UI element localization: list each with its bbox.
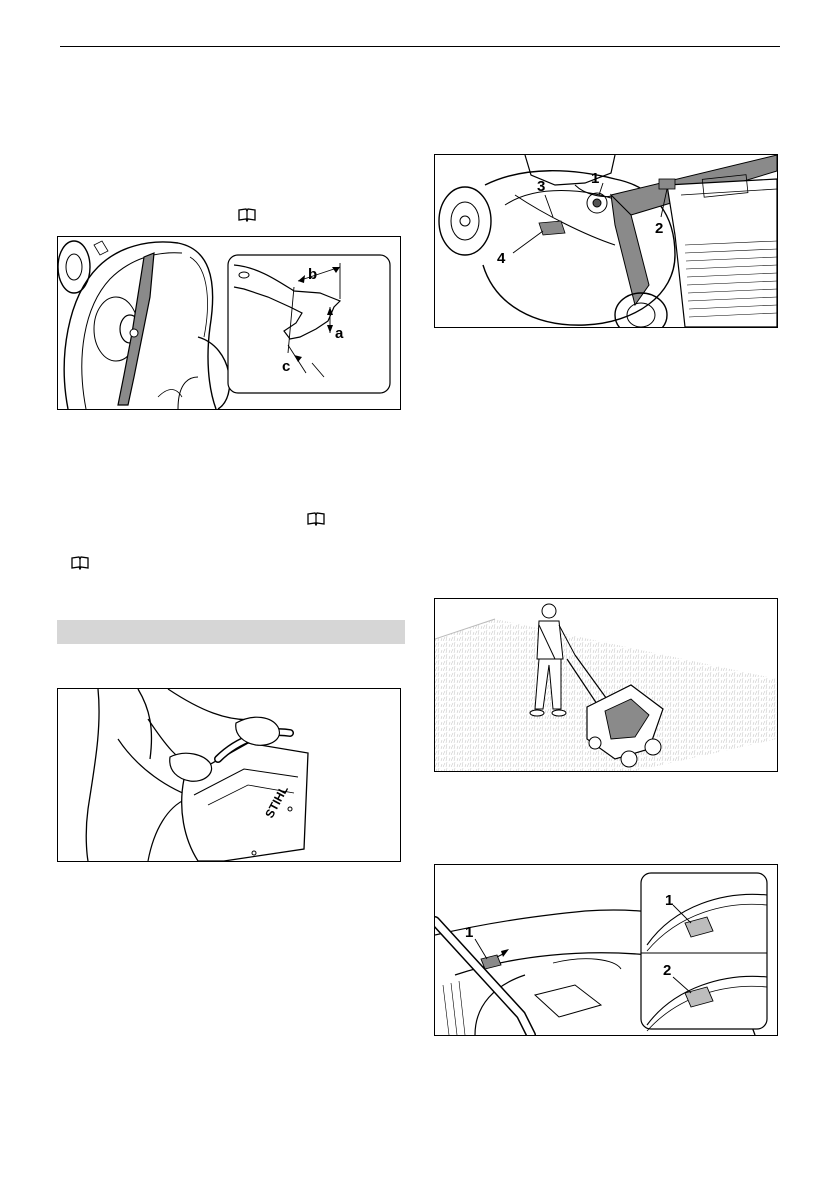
blade-figure: b a c (57, 236, 401, 410)
callout-3: 3 (537, 178, 545, 195)
fill-level-illustration: 1 1 2 (435, 865, 777, 1035)
engine-illustration: 3 1 2 4 (435, 155, 777, 327)
header-rule (60, 46, 780, 47)
book-icon (307, 512, 325, 526)
callout-main-1: 1 (465, 924, 473, 941)
label-b: b (308, 266, 317, 283)
grass-catcher-illustration: STIHL (58, 689, 400, 861)
section-heading-bar (57, 620, 405, 644)
slope-mowing-figure (434, 598, 778, 772)
callout-4: 4 (497, 250, 506, 267)
label-a: a (335, 325, 344, 342)
book-icon (238, 208, 256, 222)
callout-1: 1 (591, 170, 599, 187)
fill-level-figure: 1 1 2 (434, 864, 778, 1036)
slope-mowing-illustration (435, 599, 777, 771)
label-c: c (282, 358, 290, 375)
engine-figure: 3 1 2 4 (434, 154, 778, 328)
callout-inset-1: 1 (665, 892, 673, 909)
callout-2: 2 (655, 220, 663, 237)
callout-inset-2: 2 (663, 962, 671, 979)
blade-illustration: b a c (58, 237, 400, 409)
book-icon (71, 556, 89, 570)
grass-catcher-figure: STIHL (57, 688, 401, 862)
